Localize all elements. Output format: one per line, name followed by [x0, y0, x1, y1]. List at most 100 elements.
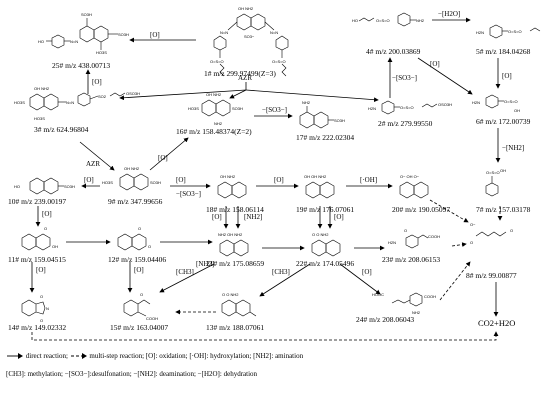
- svg-text:O− OH O−: O− OH O−: [400, 174, 420, 179]
- label-14: 14# m/z 149.02332: [8, 323, 66, 332]
- svg-text:OH: OH: [500, 168, 506, 173]
- cond-a19: [O]: [212, 213, 222, 221]
- svg-text:O: O: [40, 294, 43, 299]
- svg-text:H2N: H2N: [388, 240, 396, 245]
- molecule-1: OH NH2 N=N N=N O=S=O O=S=O SO3−: [210, 6, 289, 77]
- svg-text:O O NH2: O O NH2: [222, 292, 239, 297]
- label-15: 15# m/z 163.04007: [110, 323, 168, 332]
- molecule-10: HO SO3H: [14, 177, 75, 195]
- label-10: 10# m/z 239.00197: [8, 197, 66, 206]
- label-1: 1# m/z 299.97499(Z=3): [204, 69, 276, 78]
- legend-direct: direct reaction;: [25, 352, 68, 360]
- svg-text:HO: HO: [14, 184, 20, 189]
- cond-a4: [O]: [430, 60, 440, 68]
- svg-text:O=S=O: O=S=O: [486, 170, 500, 175]
- svg-text:O−: O−: [470, 222, 476, 227]
- label-19: 19# m/z 176.07061: [296, 205, 354, 214]
- svg-text:HO: HO: [352, 18, 358, 23]
- molecule-16: OH NH2 HO3S SO3H NH2: [188, 92, 243, 126]
- arrow-21-to-15: [159, 263, 215, 293]
- legend: direct reaction; multi-step reaction; [O…: [6, 352, 303, 361]
- svg-text:HO3S: HO3S: [14, 100, 25, 105]
- svg-text:N=N: N=N: [66, 100, 74, 105]
- svg-text:OH: OH: [52, 244, 58, 249]
- label-7: 7# m/z 157.03178: [476, 205, 531, 214]
- arrow-azr-to-3: [119, 89, 247, 101]
- molecule-25: HO N=N SO3H HO3S SO3H: [38, 12, 129, 55]
- svg-text:OH NH2: OH NH2: [238, 6, 254, 11]
- cond-a26: [O]: [362, 268, 372, 276]
- cond-a24: [NH2]: [196, 260, 214, 268]
- cond-a25: [CH3]: [272, 268, 290, 276]
- svg-text:SO3H: SO3H: [150, 180, 161, 185]
- molecule-24: HOOC COOH NH2: [372, 292, 436, 315]
- label-23: 23# m/z 208.06153: [382, 255, 440, 264]
- svg-text:SO3H: SO3H: [81, 12, 92, 17]
- label-24: 24# m/z 208.06043: [356, 315, 414, 324]
- molecule-2: H2N O=S=O OSO3H: [368, 100, 452, 115]
- svg-text:HOOC: HOOC: [372, 292, 384, 297]
- direct-arrow-icon: [7, 353, 23, 360]
- svg-text:OH NH2: OH NH2: [124, 166, 140, 171]
- svg-text:COOH: COOH: [146, 316, 158, 321]
- label-8: 8# m/z 99.00877: [466, 271, 517, 280]
- svg-text:O=S=O: O=S=O: [376, 18, 390, 23]
- label-9: 9# m/z 347.99656: [108, 197, 163, 206]
- svg-text:O: O: [510, 228, 513, 233]
- svg-text:HO3S: HO3S: [102, 180, 113, 185]
- cond-a23: [CH3]: [176, 268, 194, 276]
- svg-text:OSO3H: OSO3H: [126, 91, 140, 96]
- svg-text:HO3S: HO3S: [188, 106, 199, 111]
- molecule-8: O− O O: [470, 222, 513, 245]
- cond-a2: AZR: [238, 74, 252, 82]
- svg-text:OH NH2: OH NH2: [206, 92, 222, 97]
- cond-a21: [O]: [36, 266, 46, 274]
- svg-text:N=N: N=N: [270, 30, 278, 35]
- reaction-arrows: [29, 17, 503, 341]
- cond-a12: −[SO3−]: [176, 190, 201, 198]
- svg-text:SO3H: SO3H: [232, 106, 243, 111]
- molecule-14: O N O: [21, 294, 49, 323]
- molecule-19: OH OH NH2: [304, 174, 335, 199]
- svg-text:OH: OH: [514, 108, 520, 113]
- svg-text:H2N: H2N: [472, 100, 480, 105]
- svg-text:H2N: H2N: [476, 30, 484, 35]
- svg-text:SO3−: SO3−: [244, 34, 255, 39]
- label-13: 13# m/z 188.07061: [206, 323, 264, 332]
- svg-text:NH2: NH2: [302, 100, 311, 105]
- molecule-12: O O: [117, 226, 151, 251]
- compound-labels: 25# m/z 438.00713 1# m/z 299.97499(Z=3) …: [8, 47, 531, 332]
- svg-text:NH2: NH2: [214, 121, 223, 126]
- molecule-3: OH NH2 HO3S N=N SO2 OSO3H HO3S: [14, 86, 140, 121]
- label-20: 20# m/z 190.05097: [392, 205, 450, 214]
- svg-text:OSO3H: OSO3H: [438, 102, 452, 107]
- svg-text:N=N: N=N: [70, 39, 78, 44]
- label-3: 3# m/z 624.96804: [34, 125, 89, 134]
- label-22: 22# m/z 174.05496: [296, 259, 354, 268]
- label-5: 5# m/z 184.04268: [476, 47, 531, 56]
- arrow-4-to-6: [417, 57, 473, 95]
- arrow-22-to-13: [259, 263, 311, 297]
- molecule-18: OH NH2: [217, 174, 247, 199]
- svg-text:N=N: N=N: [220, 30, 228, 35]
- cond-a22: [O]: [134, 266, 144, 274]
- svg-text:O: O: [404, 228, 407, 233]
- label-21: 21# m/z 175.08659: [206, 259, 264, 268]
- cond-a15: −[NH2]: [502, 144, 524, 152]
- svg-text:N: N: [46, 306, 49, 311]
- molecule-23: H2N COOH O: [388, 228, 440, 249]
- svg-text:O=S=O: O=S=O: [272, 59, 286, 64]
- label-4: 4# m/z 200.03869: [366, 47, 421, 56]
- cond-a10: [O]: [158, 154, 168, 162]
- svg-text:NH2: NH2: [412, 310, 421, 315]
- svg-text:OH NH2: OH NH2: [34, 86, 50, 91]
- cond-a14: [·OH]: [360, 176, 377, 184]
- arrow-22-to-24: [339, 263, 381, 295]
- molecule-15: O COOH: [123, 292, 158, 321]
- arrow-9-to-16: [149, 137, 189, 171]
- arrow-azr-to-16: [229, 89, 247, 99]
- molecule-17: NH2 SO3H: [299, 100, 345, 129]
- molecule-6: H2N O=S=O OH: [472, 94, 520, 113]
- svg-text:SO3H: SO3H: [118, 32, 129, 37]
